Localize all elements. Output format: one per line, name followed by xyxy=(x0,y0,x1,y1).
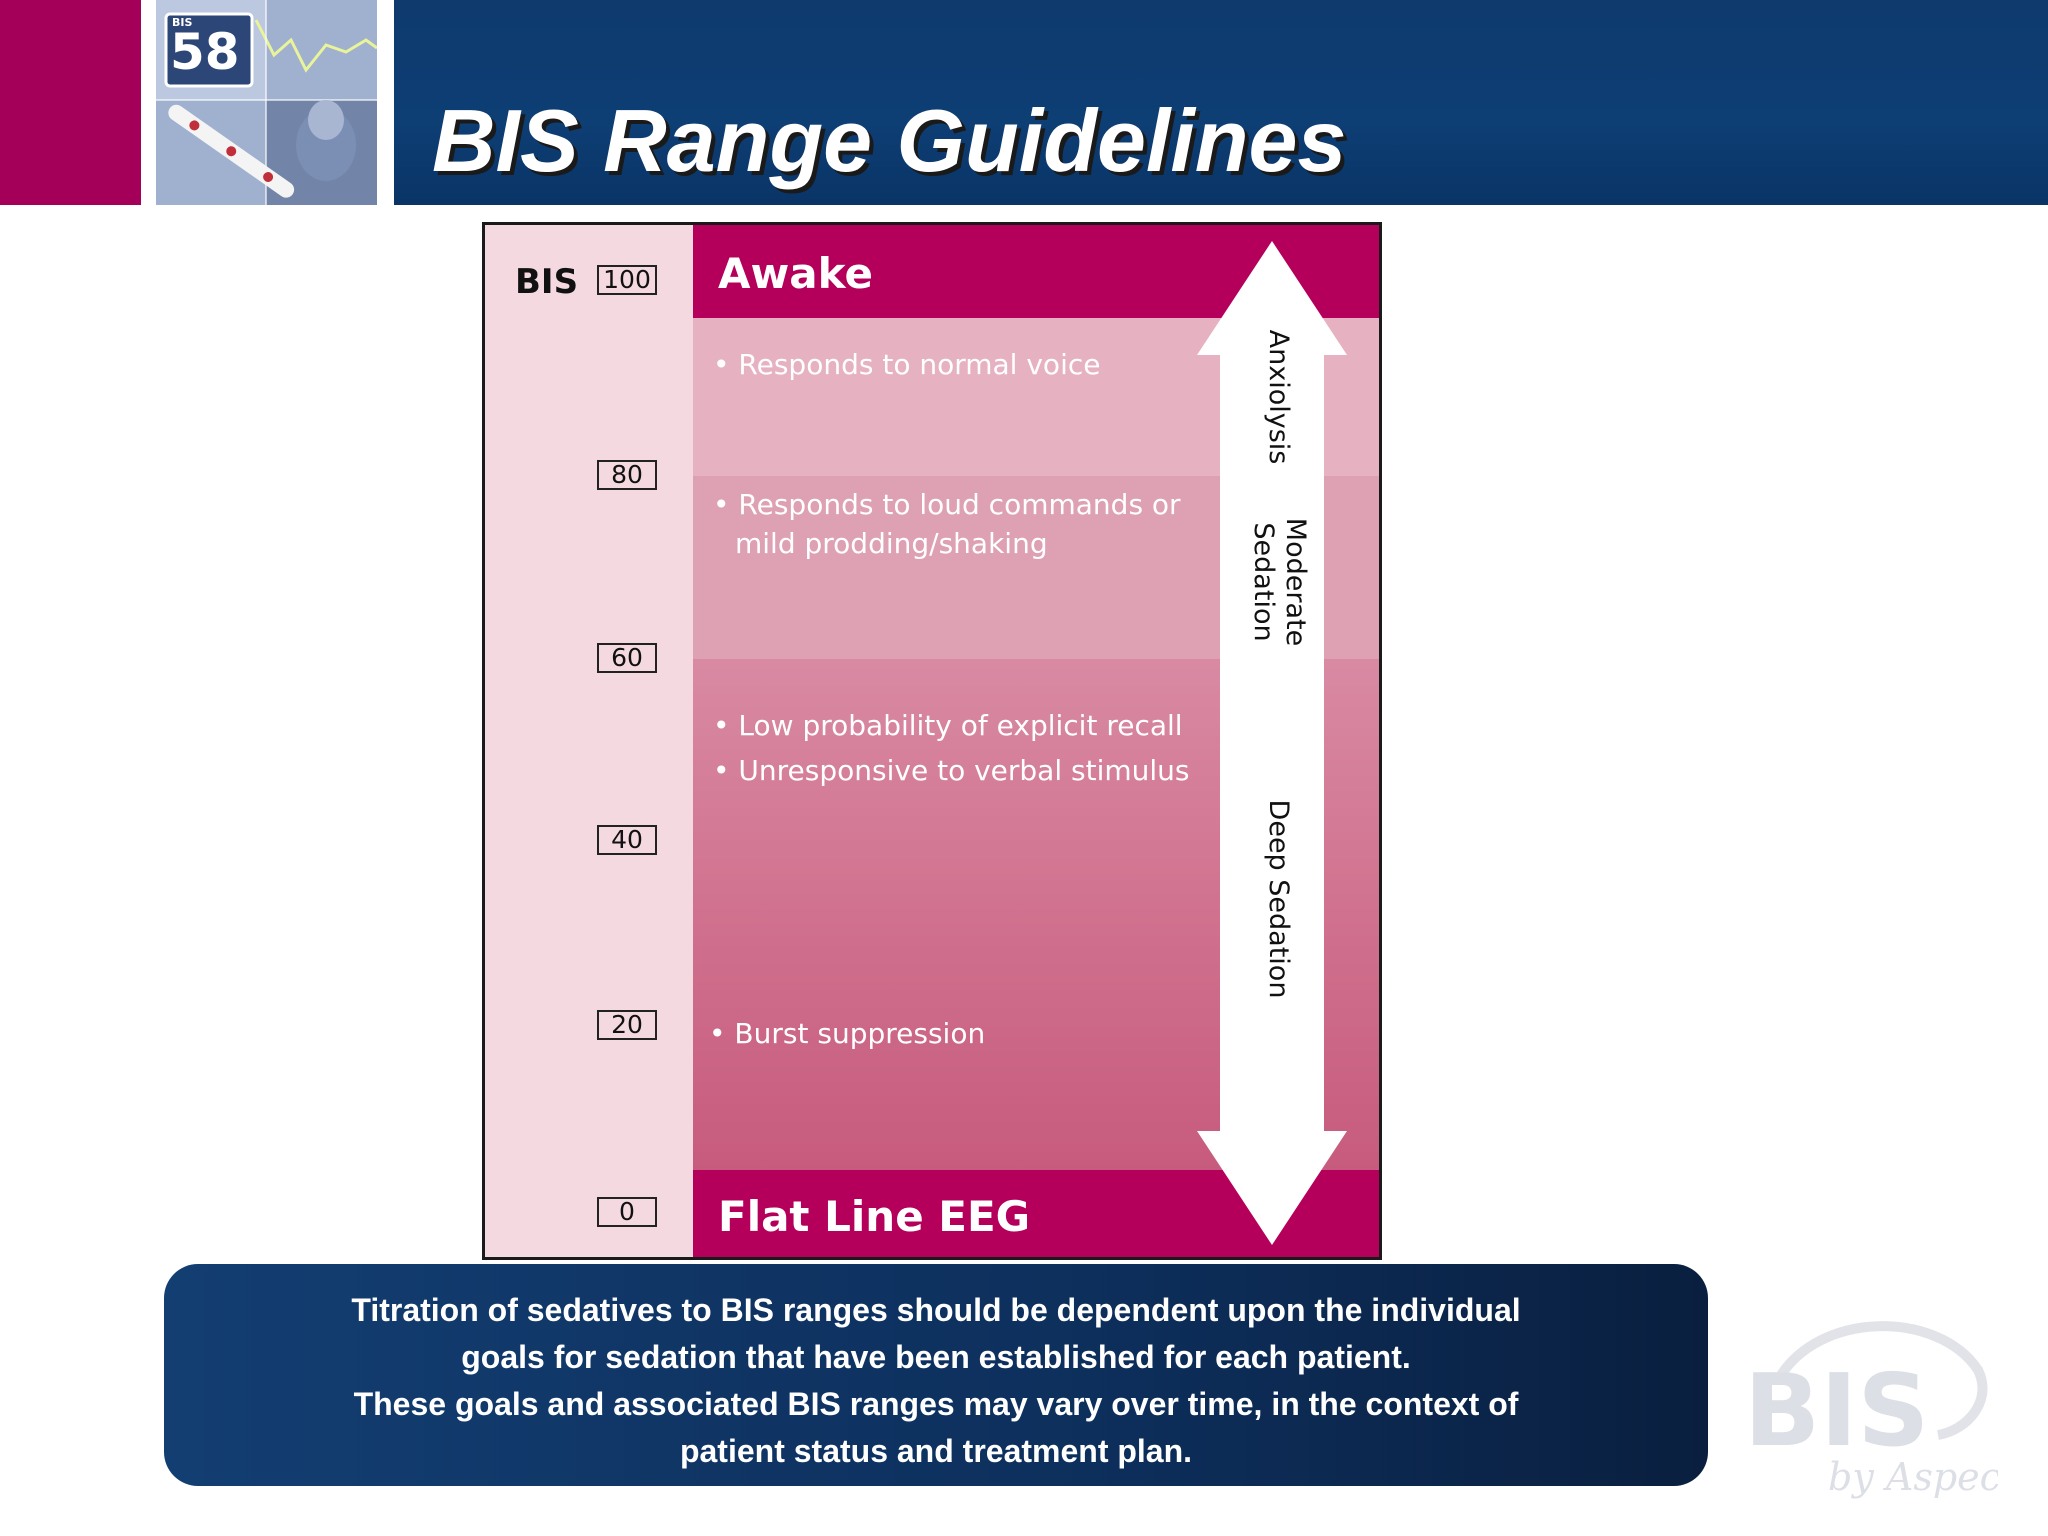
header-bar xyxy=(394,0,2048,205)
bullet-burst-suppression-text: Burst suppression xyxy=(734,1017,986,1050)
bullet-unresponsive: • Unresponsive to verbal stimulus xyxy=(713,754,1190,787)
bis-range-diagram: BIS 100 80 60 40 20 0 Awake Flat Line EE… xyxy=(482,222,1382,1260)
header-magenta-block xyxy=(0,0,141,205)
bis-scale-column: BIS 100 80 60 40 20 0 xyxy=(485,225,693,1257)
note-line-3: These goals and associated BIS ranges ma… xyxy=(353,1386,1519,1422)
svg-text:by Aspect: by Aspect xyxy=(1828,1455,1998,1499)
note-line-4: patient status and treatment plan. xyxy=(679,1433,1193,1469)
bullet-loud-commands-text: Responds to loud commands or xyxy=(738,488,1181,521)
tick-100: 100 xyxy=(597,265,657,295)
bullet-normal-voice: • Responds to normal voice xyxy=(713,348,1101,381)
bis-logo-icon: BIS by Aspect xyxy=(1744,1321,2017,1499)
bis-by-aspect-logo: BIS by Aspect xyxy=(1738,1300,2017,1500)
side-label-deep-sedation: Deep Sedation xyxy=(1263,799,1294,999)
tick-0: 0 xyxy=(597,1197,657,1227)
bullet-normal-voice-text: Responds to normal voice xyxy=(738,348,1101,381)
side-label-sedation: Sedation xyxy=(1248,522,1279,642)
side-label-anxiolysis: Anxiolysis xyxy=(1263,329,1294,465)
band-flat-line-title: Flat Line EEG xyxy=(718,1192,1031,1241)
side-label-moderate: Moderate xyxy=(1280,517,1311,647)
tick-40: 40 xyxy=(597,825,657,855)
note-line-1: Titration of sedatives to BIS ranges sho… xyxy=(351,1292,1521,1328)
band-awake-title: Awake xyxy=(718,249,873,298)
header-monitor-image: BIS 58 xyxy=(156,0,377,205)
bullet-low-recall: • Low probability of explicit recall xyxy=(713,709,1183,742)
svg-text:BIS: BIS xyxy=(1744,1352,1929,1469)
bis-scale-label: BIS xyxy=(515,262,579,302)
note-box: Titration of sedatives to BIS ranges sho… xyxy=(164,1264,1708,1486)
monitor-label: BIS xyxy=(172,16,193,29)
tick-20: 20 xyxy=(597,1010,657,1040)
monitor-illustration xyxy=(156,0,377,205)
tick-60: 60 xyxy=(597,643,657,673)
tick-80: 80 xyxy=(597,460,657,490)
bullet-loud-commands-cont: mild prodding/shaking xyxy=(735,527,1048,560)
monitor-value: 58 xyxy=(170,23,240,81)
bullet-low-recall-text: Low probability of explicit recall xyxy=(738,709,1183,742)
page-title: BIS Range Guidelines xyxy=(432,91,1347,190)
note-line-2: goals for sedation that have been establ… xyxy=(461,1339,1411,1375)
double-arrow-icon xyxy=(1197,241,1347,1245)
bullet-unresponsive-text: Unresponsive to verbal stimulus xyxy=(738,754,1190,787)
bullet-loud-commands: • Responds to loud commands or xyxy=(713,488,1181,521)
bullet-burst-suppression: • Burst suppression xyxy=(709,1017,986,1050)
